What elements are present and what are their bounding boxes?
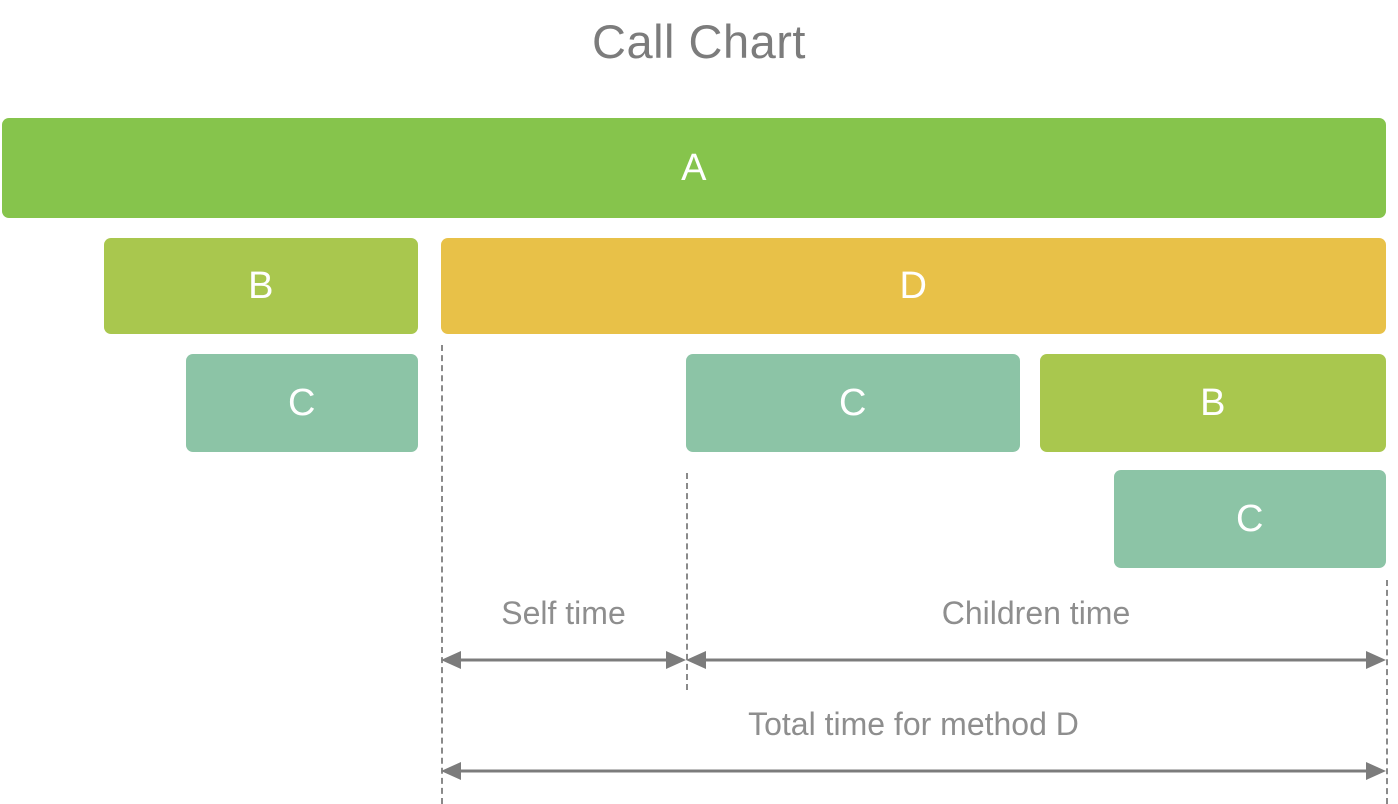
- flame-bar-label: C: [1236, 498, 1264, 540]
- flame-bar-c-depth3[interactable]: C: [1114, 470, 1386, 568]
- total-time-arrow: [441, 759, 1386, 783]
- flame-bar-b-depth1[interactable]: B: [104, 238, 418, 334]
- self-time-arrow: [441, 648, 686, 672]
- flame-bar-label: B: [248, 265, 274, 307]
- flame-bar-a[interactable]: A: [2, 118, 1386, 218]
- self-time-label: Self time: [501, 595, 626, 631]
- flame-bar-label: C: [288, 382, 316, 424]
- flame-bar-b-under-d[interactable]: B: [1040, 354, 1386, 452]
- flame-bar-label: B: [1200, 382, 1226, 424]
- children-time-label: Children time: [941, 595, 1131, 631]
- guide-line-d-start: [441, 345, 443, 804]
- flame-bar-d[interactable]: D: [441, 238, 1386, 334]
- children-time-arrow: [686, 648, 1386, 672]
- page-title: Call Chart: [592, 15, 806, 68]
- flame-bar-c-under-d[interactable]: C: [686, 354, 1020, 452]
- flame-bar-c-under-b[interactable]: C: [186, 354, 418, 452]
- flame-bar-label: C: [839, 382, 867, 424]
- total-time-label: Total time for method D: [748, 706, 1079, 742]
- flame-bar-label: D: [899, 265, 928, 307]
- guide-line-self-time-end: [686, 473, 688, 690]
- guide-line-d-end: [1386, 580, 1388, 804]
- flame-bar-label: A: [681, 147, 707, 189]
